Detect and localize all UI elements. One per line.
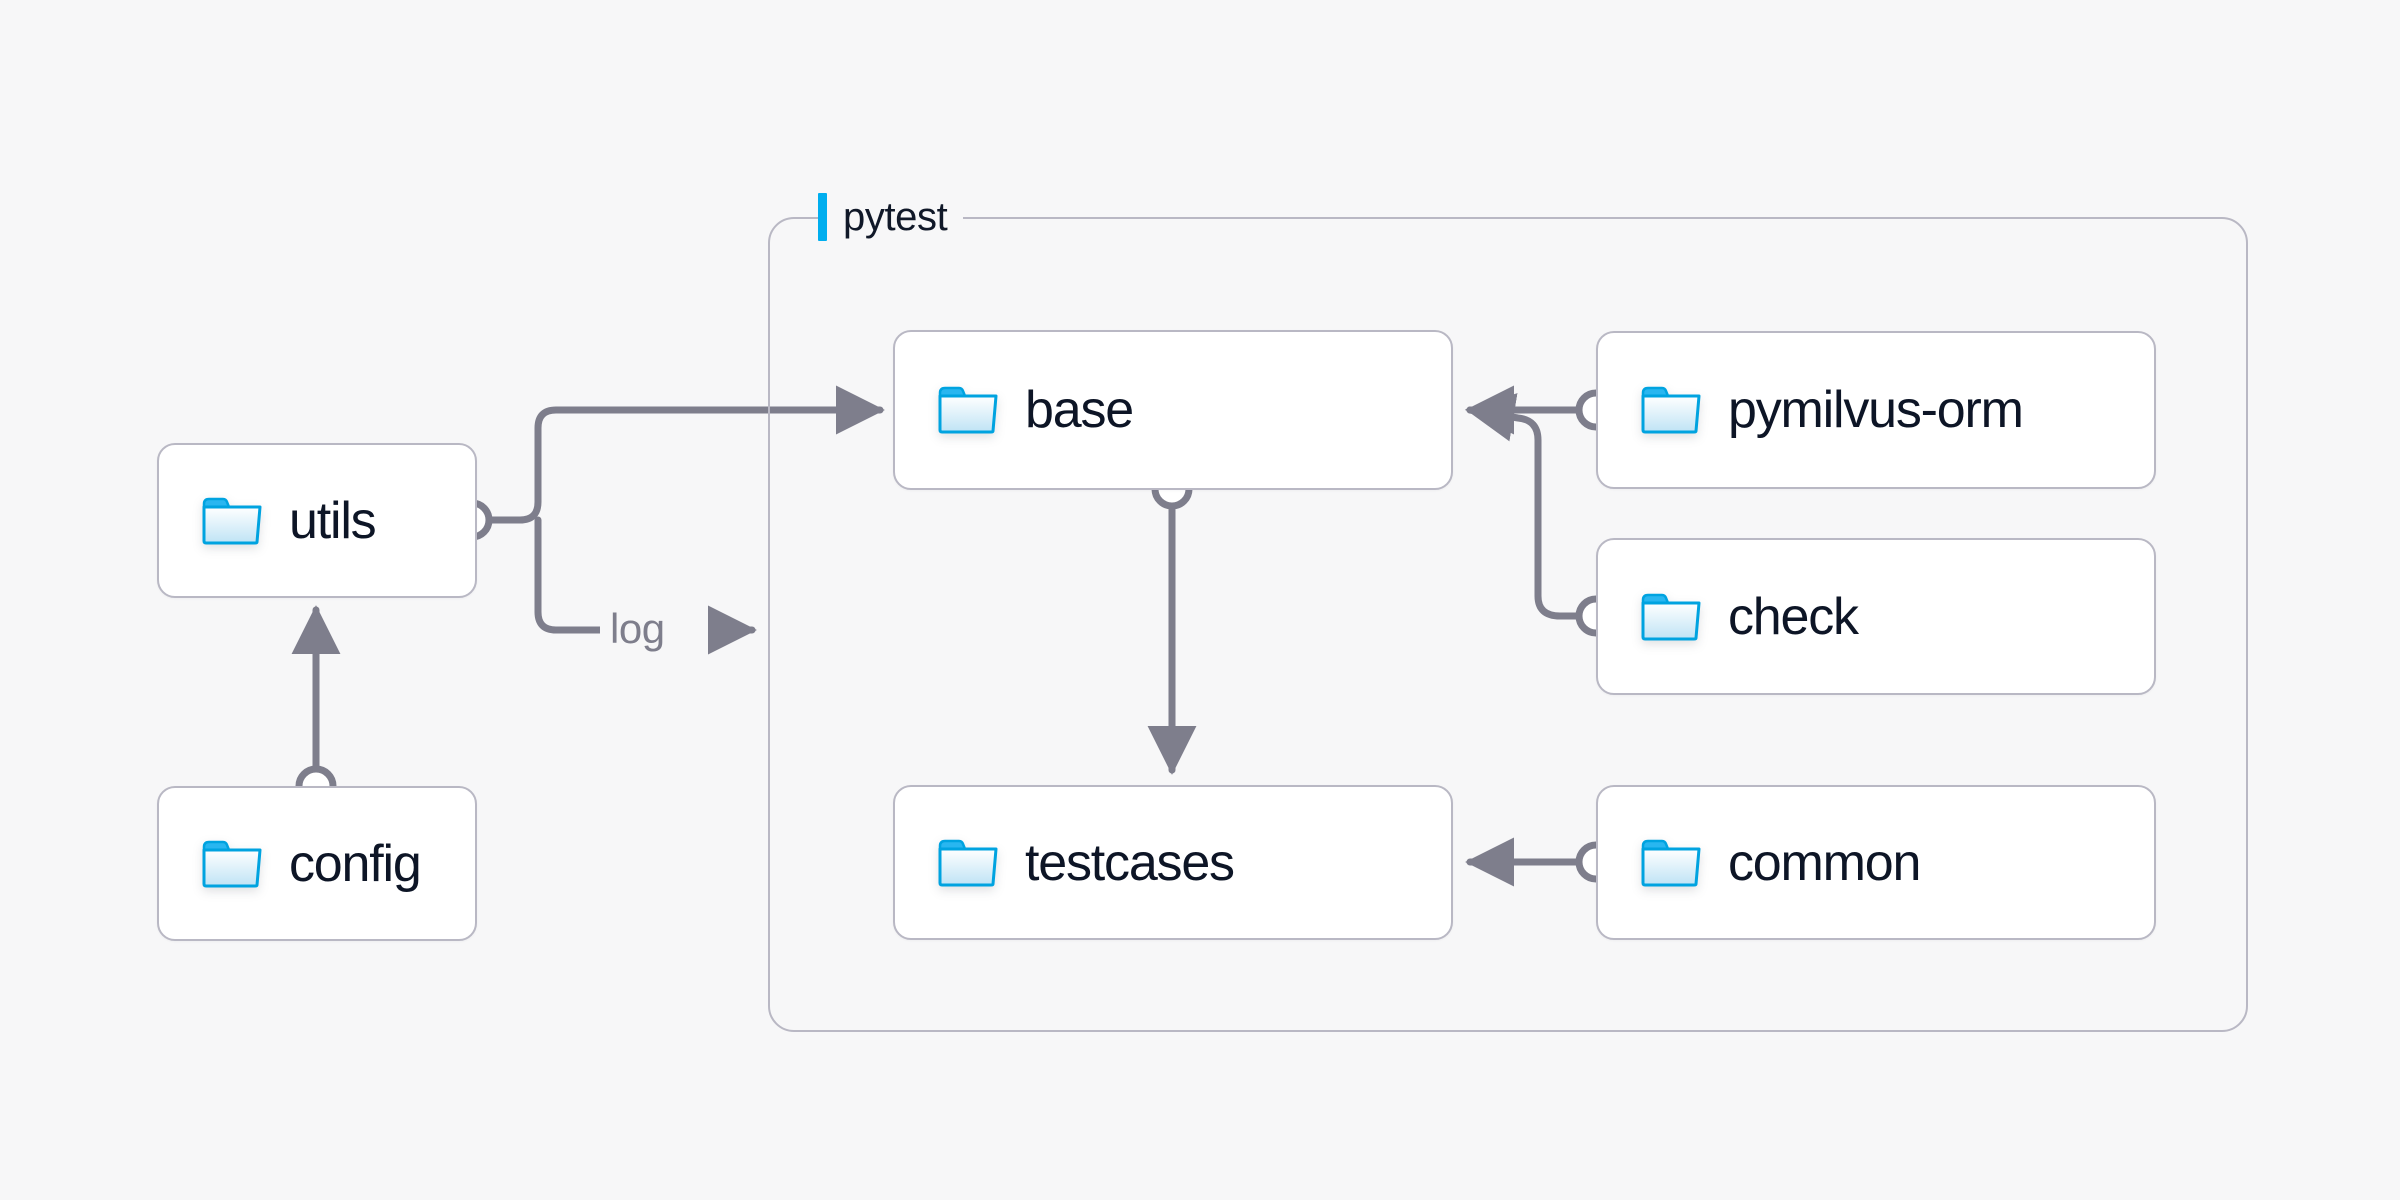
node-label: check	[1728, 587, 1859, 646]
node-label: common	[1728, 833, 1921, 892]
node-config[interactable]: config	[157, 786, 477, 941]
node-check[interactable]: check	[1596, 538, 2156, 695]
node-label: config	[289, 834, 422, 893]
folder-icon	[202, 497, 262, 544]
node-pymilvus-orm[interactable]: pymilvus-orm	[1596, 331, 2156, 489]
group-accent-bar	[818, 193, 827, 241]
folder-icon	[1641, 839, 1701, 886]
edge-label-log: log	[600, 608, 675, 650]
folder-icon	[938, 839, 998, 886]
node-base[interactable]: base	[893, 330, 1453, 490]
group-label-pytest: pytest	[818, 189, 964, 245]
node-testcases[interactable]: testcases	[893, 785, 1453, 940]
node-utils[interactable]: utils	[157, 443, 477, 598]
group-container-pytest[interactable]	[768, 217, 2248, 1032]
node-label: utils	[289, 491, 377, 550]
group-label-text: pytest	[843, 194, 948, 239]
node-label: pymilvus-orm	[1728, 381, 2024, 439]
folder-icon	[938, 386, 998, 434]
node-common[interactable]: common	[1596, 785, 2156, 940]
folder-icon	[1641, 593, 1701, 640]
folder-icon	[1641, 386, 1701, 434]
node-label: base	[1025, 381, 1134, 439]
edge-utils-to-pytest-log	[534, 516, 604, 634]
node-label: testcases	[1025, 833, 1235, 892]
folder-icon	[202, 840, 262, 887]
